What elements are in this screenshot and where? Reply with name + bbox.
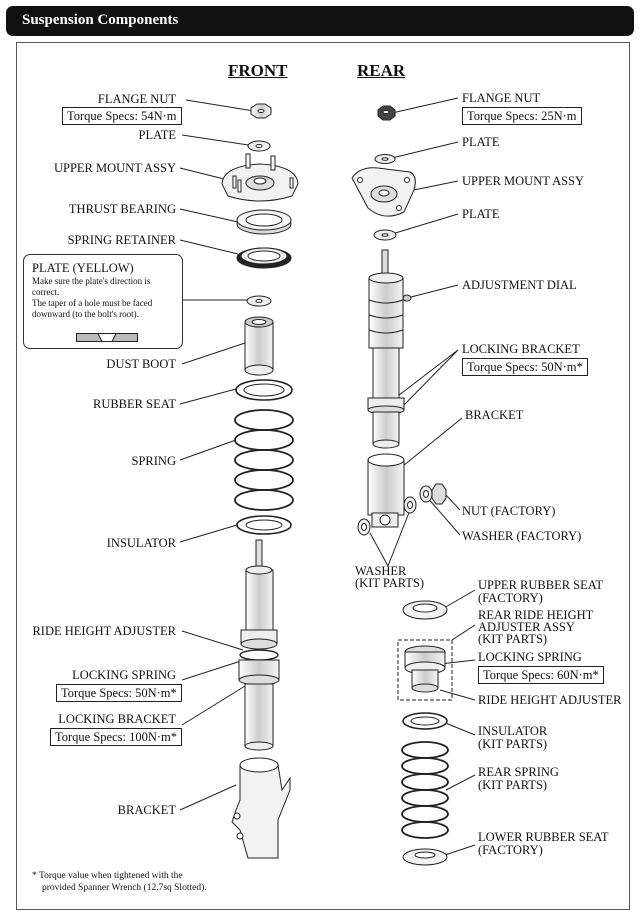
front-label-plate: PLATE [138, 128, 177, 142]
front-label-dust-boot: DUST BOOT [106, 357, 176, 371]
rear-label-upper-rubber-seat-2: (FACTORY) [478, 591, 543, 605]
rear-heading: REAR [357, 61, 406, 80]
rear-spec-flange-nut: Torque Specs: 25N·m [462, 107, 582, 125]
footnote: * Torque value when tightened with the p… [32, 870, 207, 894]
rear-label-rha-2: ADJUSTER ASSY [478, 620, 575, 634]
front-spec-flange-nut: Torque Specs: 54N·m [62, 107, 182, 125]
front-heading: FRONT [228, 61, 288, 80]
note-title: PLATE (YELLOW) [32, 261, 134, 275]
rear-label-rha-1: REAR RIDE HEIGHT [478, 608, 594, 622]
rear-spec-locking-spring: Torque Specs: 60N·m* [478, 666, 604, 684]
rear-label-adjustment-dial: ADJUSTMENT DIAL [462, 278, 577, 292]
rear-label-insulator-2: (KIT PARTS) [478, 737, 548, 751]
rear-spec-locking-bracket: Torque Specs: 50N·m* [462, 358, 588, 376]
rear-label-rha-3: (KIT PARTS) [478, 632, 548, 646]
rear-label-locking-spring: LOCKING SPRING [478, 650, 582, 664]
rear-label-washer-factory: WASHER (FACTORY) [462, 529, 582, 543]
front-label-thrust-bearing: THRUST BEARING [68, 202, 176, 216]
rear-label-lower-rubber-seat-1: LOWER RUBBER SEAT [478, 830, 609, 844]
rear-label-bracket: BRACKET [465, 408, 524, 422]
front-label-spring-retainer: SPRING RETAINER [67, 233, 176, 247]
rear-label-rear-spring-1: REAR SPRING [478, 765, 559, 779]
rear-label-locking-bracket: LOCKING BRACKET [462, 342, 580, 356]
rear-label-ride-height-adjuster: RIDE HEIGHT ADJUSTER [478, 693, 622, 707]
front-label-ride-height-adjuster: RIDE HEIGHT ADJUSTER [32, 624, 176, 638]
front-label-locking-spring: LOCKING SPRING [72, 668, 176, 682]
rear-label-rear-spring-2: (KIT PARTS) [478, 778, 548, 792]
front-label-spring: SPRING [131, 454, 176, 468]
rear-label-plate-bottom: PLATE [462, 207, 500, 221]
rear-label-upper-mount: UPPER MOUNT ASSY [462, 174, 585, 188]
page-title: Suspension Components [22, 12, 179, 28]
rear-label-washer-kit-1: WASHER [355, 564, 407, 578]
front-label-rubber-seat: RUBBER SEAT [92, 397, 176, 411]
note-line-1: Make sure the plate's direction is corre… [32, 276, 151, 297]
note-body: Make sure the plate's direction is corre… [32, 276, 178, 320]
front-label-locking-bracket: LOCKING BRACKET [58, 712, 176, 726]
plate-yellow-note: PLATE (YELLOW) Make sure the plate's dir… [23, 254, 183, 349]
plate-taper-icon [76, 333, 138, 342]
rear-label-plate-top: PLATE [462, 135, 500, 149]
front-label-upper-mount: UPPER MOUNT ASSY [53, 161, 176, 175]
footnote-line-1: * Torque value when tightened with the [32, 871, 183, 881]
rear-label-washer-kit-2: (KIT PARTS) [355, 576, 425, 590]
rear-label-upper-rubber-seat-1: UPPER RUBBER SEAT [478, 578, 604, 592]
rear-label-nut: NUT (FACTORY) [462, 504, 556, 518]
footnote-line-2: provided Spanner Wrench (12.7sq Slotted)… [42, 883, 207, 893]
front-spec-locking-spring: Torque Specs: 50N·m* [56, 684, 182, 702]
rear-label-flange-nut: FLANGE NUT [462, 91, 541, 105]
diagram-frame [16, 42, 630, 910]
title-bar: Suspension Components [6, 6, 634, 36]
note-line-2: The taper of a hole must be faced downwa… [32, 298, 153, 319]
rear-label-insulator-1: INSULATOR [478, 724, 548, 738]
rear-label-lower-rubber-seat-2: (FACTORY) [478, 843, 543, 857]
front-spec-locking-bracket: Torque Specs: 100N·m* [50, 728, 183, 746]
front-label-insulator: INSULATOR [106, 536, 176, 550]
front-label-flange-nut: FLANGE NUT [97, 92, 176, 106]
front-label-bracket: BRACKET [117, 803, 176, 817]
